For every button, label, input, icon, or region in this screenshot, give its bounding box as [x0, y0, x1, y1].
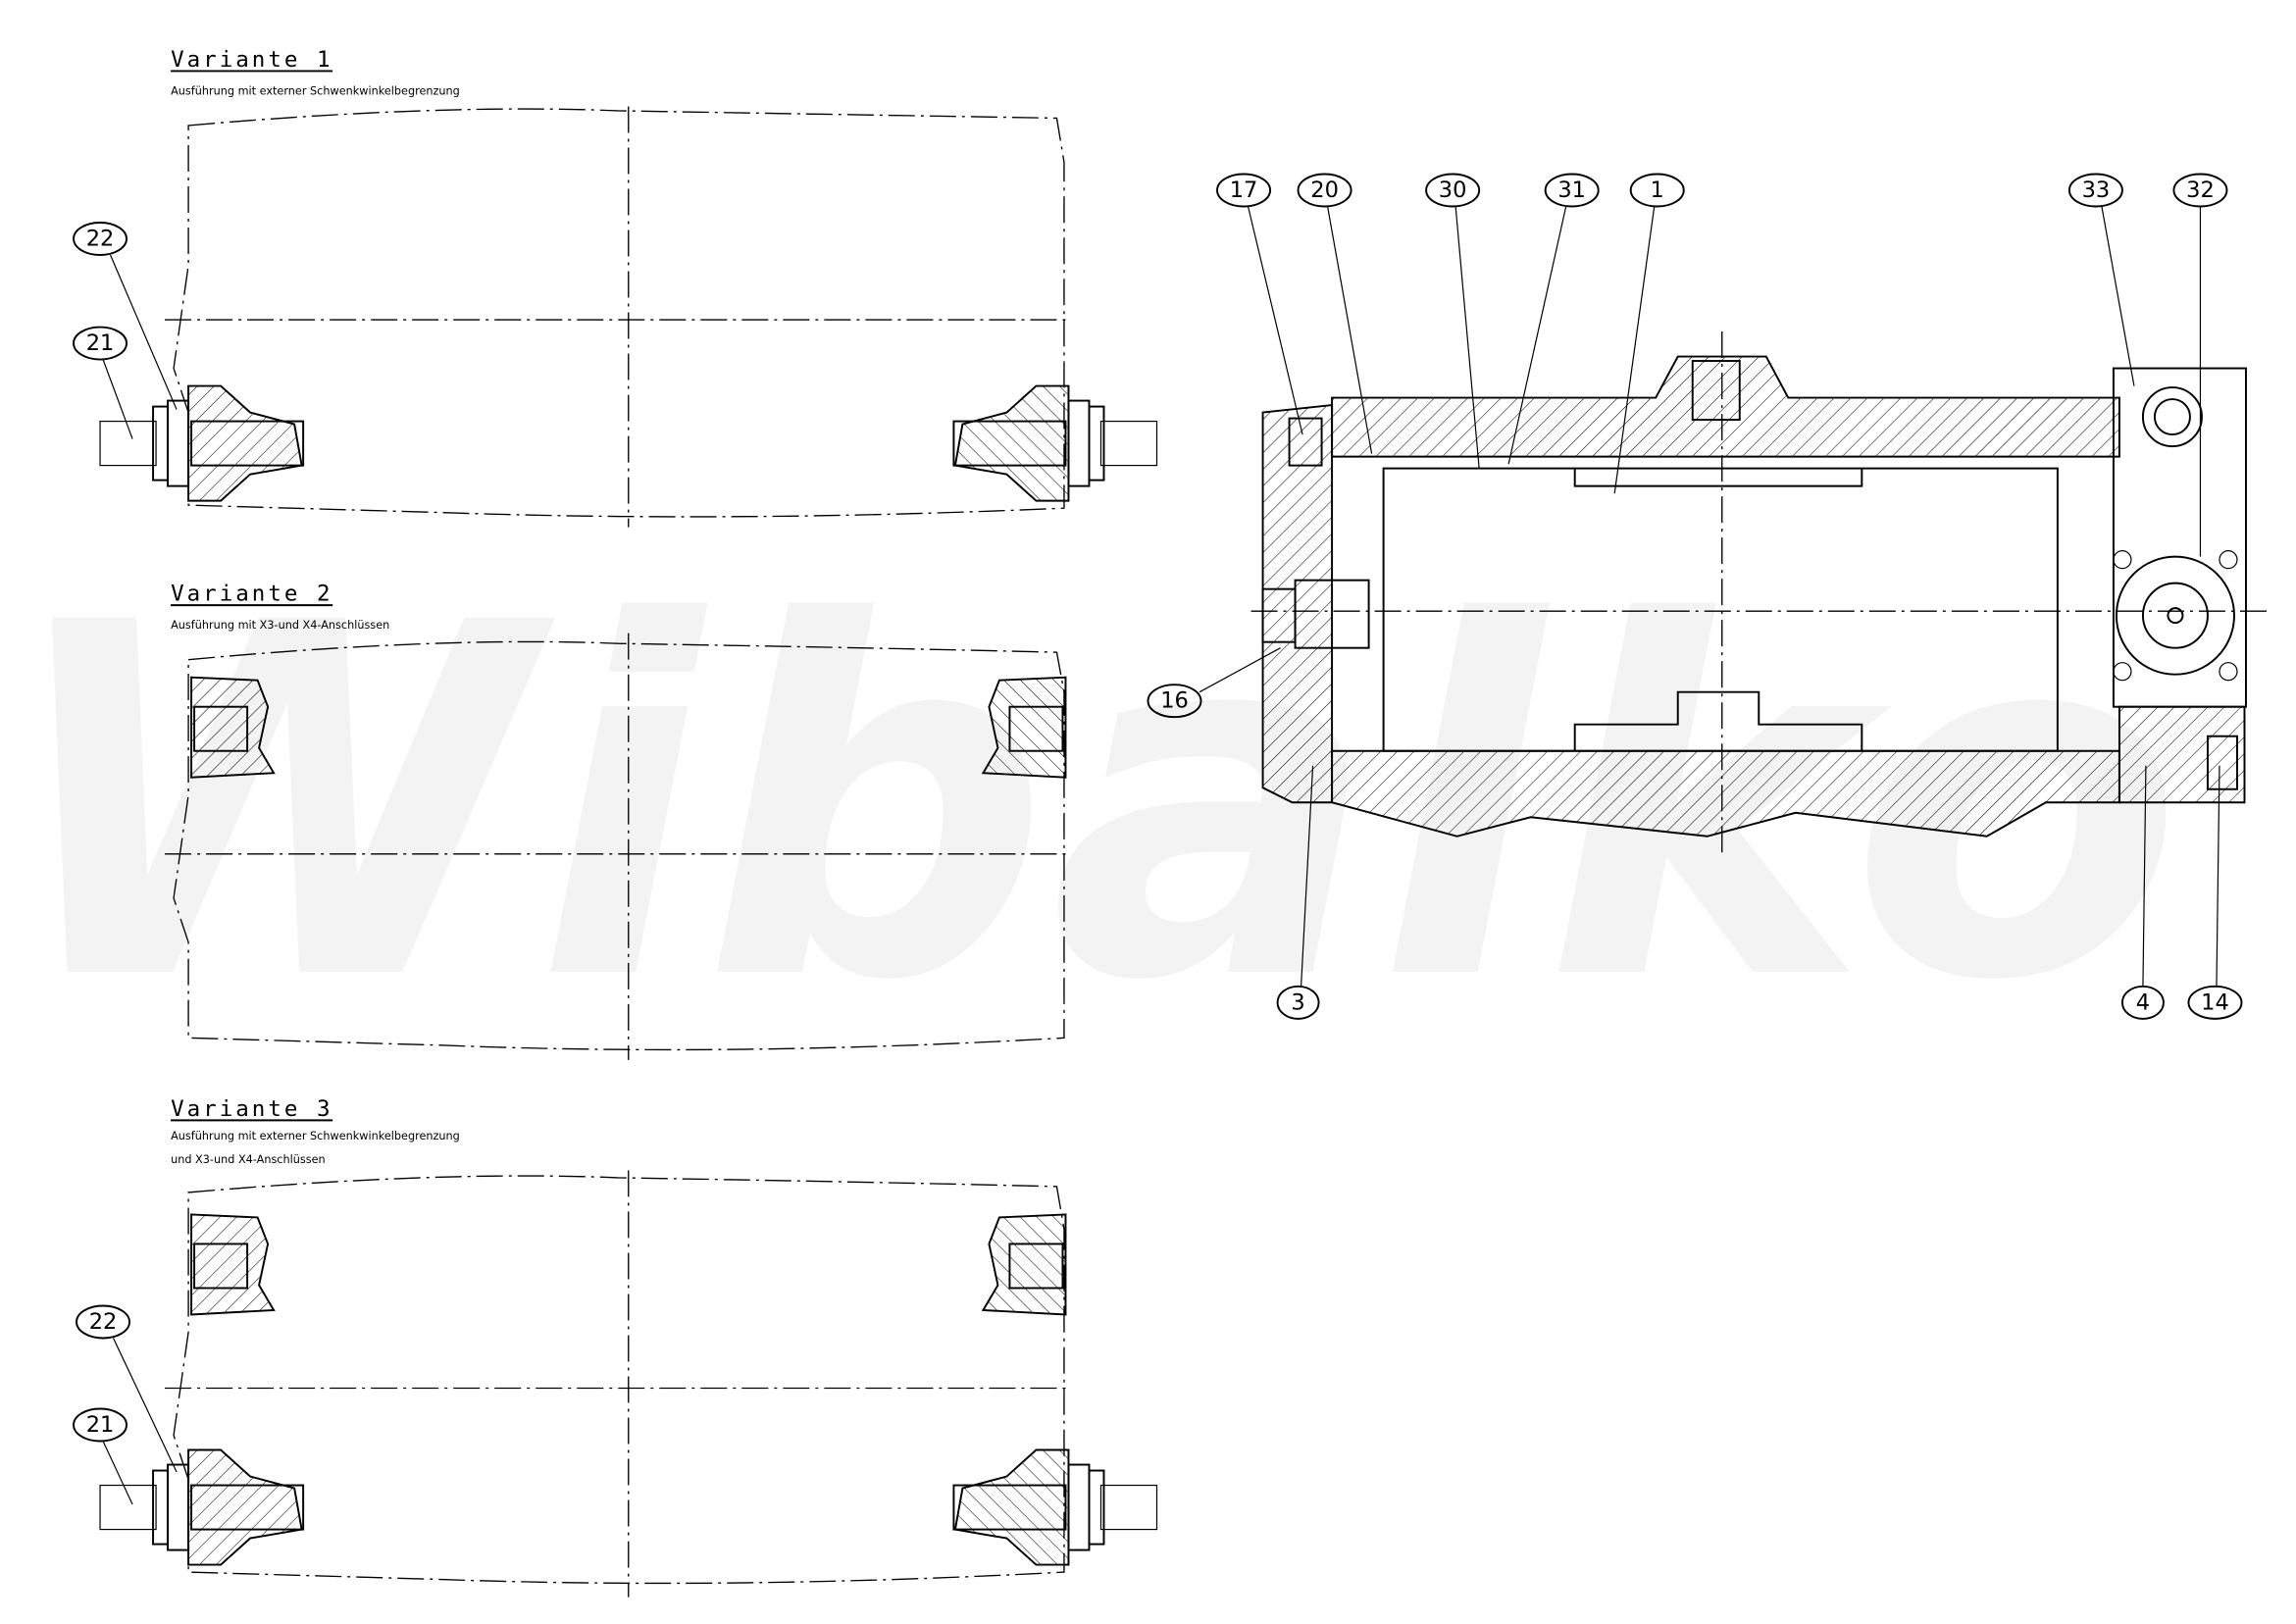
- svg-text:17: 17: [1230, 178, 1258, 203]
- balloon-20: 20: [1297, 173, 1373, 454]
- balloon-30: 30: [1425, 173, 1481, 469]
- svg-text:32: 32: [2186, 178, 2215, 203]
- svg-text:22: 22: [89, 1309, 118, 1335]
- balloon-32: 32: [2172, 173, 2228, 557]
- balloon-4: 4: [2120, 765, 2165, 1020]
- balloon-21: 21: [73, 326, 133, 439]
- svg-text:20: 20: [1310, 178, 1339, 203]
- svg-text:1: 1: [1651, 178, 1664, 203]
- variant-1: Variante 1 Ausführung mit externer Schwe…: [73, 47, 1158, 528]
- svg-text:4: 4: [2136, 990, 2150, 1015]
- balloon-3: 3: [1276, 765, 1320, 1020]
- svg-text:14: 14: [2201, 990, 2229, 1015]
- balloon-22: 22: [73, 222, 178, 410]
- balloon-33: 33: [2067, 173, 2135, 386]
- variant-1-desc: Ausführung mit externer Schwenkwinkelbeg…: [171, 84, 460, 97]
- svg-text:21: 21: [86, 1412, 115, 1438]
- svg-text:30: 30: [1439, 178, 1467, 203]
- balloon-17: 17: [1216, 173, 1303, 435]
- balloon-22: 22: [76, 1304, 178, 1473]
- svg-text:33: 33: [2082, 178, 2111, 203]
- balloon-14: 14: [2187, 765, 2243, 1020]
- main-section-view: [1250, 331, 2267, 854]
- balloon-31: 31: [1507, 173, 1600, 465]
- variant-3-title: Variante 3: [171, 1096, 332, 1122]
- svg-text:31: 31: [1557, 178, 1586, 203]
- variant-2-desc: Ausführung mit X3-und X4-Anschlüssen: [171, 619, 389, 632]
- variant-3-desc-1: Ausführung mit externer Schwenkwinkelbeg…: [171, 1130, 460, 1142]
- main-balloons: 17 20 30 31 1 33 32 16 3 4 14: [1147, 173, 2243, 1020]
- svg-text:16: 16: [1160, 688, 1189, 714]
- variant-2-title: Variante 2: [171, 582, 332, 607]
- balloon-16: 16: [1147, 647, 1281, 719]
- svg-text:22: 22: [86, 227, 115, 252]
- variant-1-title: Variante 1: [171, 47, 332, 73]
- balloon-21: 21: [73, 1407, 133, 1505]
- svg-text:21: 21: [86, 330, 115, 356]
- variant-3: Variante 3 Ausführung mit externer Schwe…: [73, 1096, 1158, 1598]
- balloon-1: 1: [1613, 173, 1685, 494]
- variant-2: Variante 2 Ausführung mit X3-und X4-Ansc…: [165, 582, 1072, 1060]
- variant-3-desc-2: und X3-und X4-Anschlüssen: [171, 1153, 326, 1166]
- svg-text:3: 3: [1291, 990, 1304, 1015]
